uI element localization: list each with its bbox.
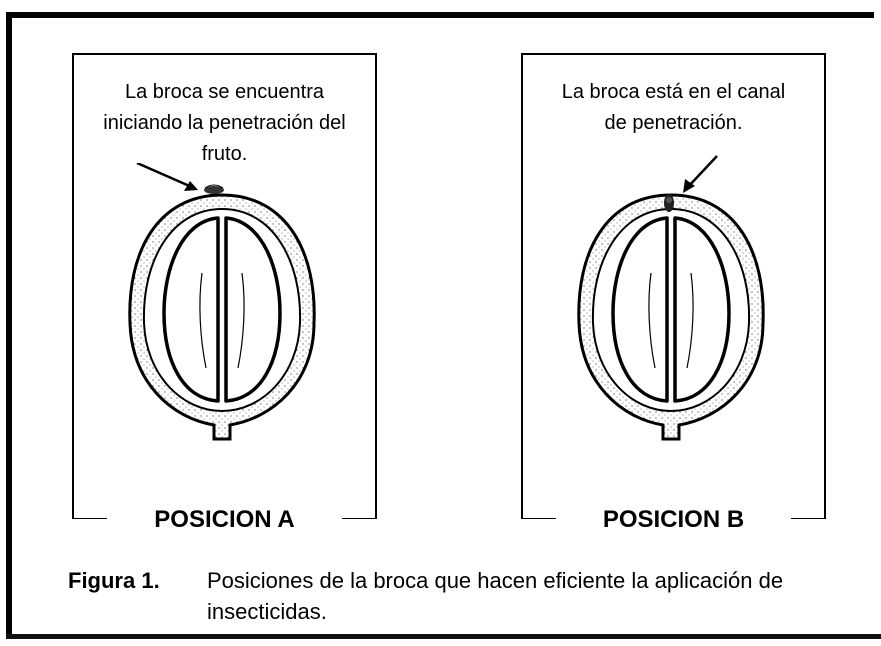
panel-a-frame [72,53,377,519]
panel-a-caption: La broca se encuentra iniciando la penet… [103,81,346,165]
borer-insect-a [204,184,224,194]
coffee-berry-a-illustration [128,163,316,441]
figure-border [6,12,874,638]
panel-b-frame [521,53,826,519]
figure-number: Figura 1. [68,568,160,593]
panel-b-caption: La broca está en el canal de penetración… [561,81,786,134]
coffee-berry-b-illustration [577,155,765,441]
panel-position-a: La broca se encuentra iniciando la penet… [72,53,377,533]
arrow-a [136,163,198,191]
panel-a-label: POSICION A [72,505,377,535]
borer-insect-b [664,194,674,212]
bottom-rule [6,634,881,639]
arrow-b [683,155,718,193]
panel-b-label-text: POSICION B [588,506,759,533]
figure-caption-text: Posiciones de la broca que hacen eficien… [207,568,784,624]
panel-a-label-text: POSICION A [140,506,309,533]
panel-b-label: POSICION B [521,505,826,535]
panel-position-b: La broca está en el canal de penetración… [521,53,826,533]
